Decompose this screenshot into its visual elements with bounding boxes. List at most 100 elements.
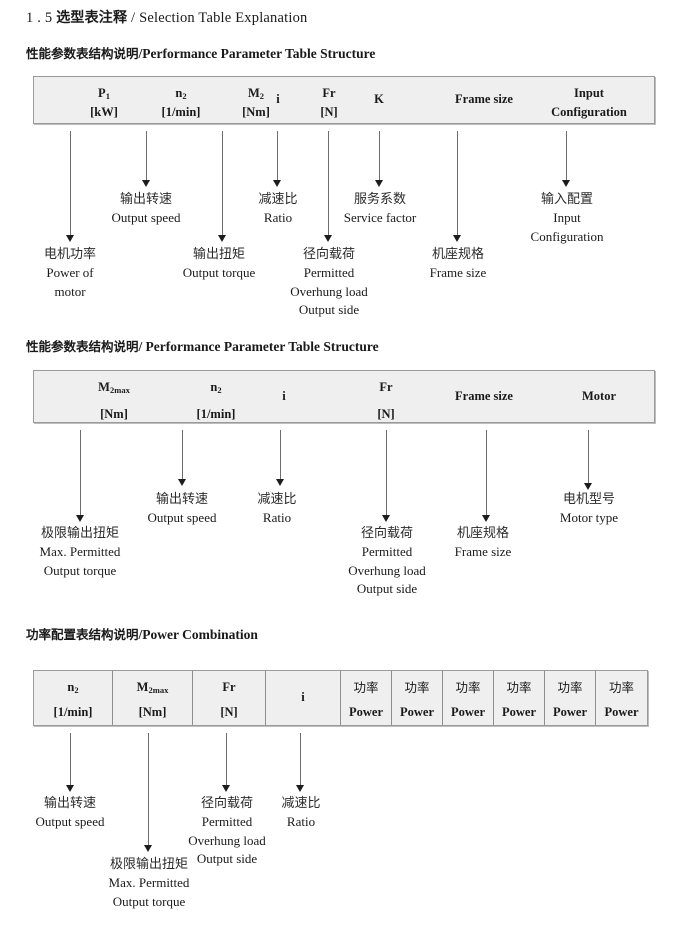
callout-max-torque-en-1: Max. Permitted — [39, 544, 121, 560]
callout-motor-type-cn: 电机型号 — [562, 492, 615, 507]
callout-ratio-2: 减速比 Ratio — [232, 491, 322, 528]
table3-col-power-3: 功率 Power — [443, 671, 494, 725]
callout-service-factor-cn: 服务系数 — [353, 192, 406, 207]
page-title-cn: 选型表注释 — [56, 10, 128, 26]
arrow-to-output-torque — [218, 131, 227, 242]
table1-col-p1-unit: [kW] — [90, 105, 118, 120]
table1-col-m2-subscript: 2 — [259, 91, 265, 101]
table1-col-n2-symbol: n — [175, 86, 183, 100]
callout-power-of-motor-en-2: motor — [54, 283, 86, 299]
arrow-to-overhung-load-2 — [382, 430, 391, 522]
arrow-to-frame-size-2 — [482, 430, 491, 522]
table3-col-power-1: 功率 Power — [341, 671, 392, 725]
table2-col-i-symbol: i — [282, 388, 286, 403]
callout-output-speed-2-en: Output speed — [147, 510, 217, 526]
callout-ratio-3-cn: 减速比 — [281, 796, 321, 811]
callout-motor-type-en: Motor type — [559, 510, 619, 526]
callout-overhung-load-3-en-3: Output side — [196, 851, 258, 867]
arrow-to-power-of-motor — [66, 131, 75, 242]
page-title-separator: / — [131, 10, 136, 26]
table3-col-fr-unit: [N] — [220, 705, 238, 720]
performance-parameter-table-1: P1 [kW] n2 [1/min] M2 [Nm] i Fr [N] K Fr… — [33, 76, 655, 124]
page-title-number: 1 . 5 — [26, 10, 53, 26]
page-title-en: Selection Table Explanation — [139, 10, 308, 26]
section3-heading-separator: / — [138, 627, 143, 642]
callout-ratio-cn: 减速比 — [258, 192, 298, 207]
callout-overhung-load-3-en-1: Permitted — [201, 814, 253, 830]
power-combination-table: n2 [1/min] M2max [Nm] Fr [N] i 功率 Power … — [33, 670, 648, 726]
table3-col-power-6-cn: 功率 — [608, 680, 634, 695]
arrow-to-frame-size — [453, 131, 462, 242]
section-heading-performance-1: 性能参数表结构说明/Performance Parameter Table St… — [26, 43, 375, 62]
callout-output-speed-cn: 输出转速 — [119, 192, 172, 207]
table2-col-n2-symbol: n — [210, 380, 218, 394]
table2-col-motor-label: Motor — [581, 388, 616, 403]
table1-col-n2-subscript: 2 — [182, 91, 187, 101]
table2-col-fr: Fr [N] — [354, 371, 418, 422]
callout-output-speed: 输出转速 Output speed — [96, 191, 196, 228]
table2-col-motor: Motor — [534, 371, 664, 422]
table3-col-fr: Fr [N] — [193, 671, 266, 725]
section2-heading-separator: / — [138, 339, 143, 354]
table2-col-fr-symbol: Fr — [379, 380, 393, 394]
table2-col-m2max-symbol: M — [98, 380, 110, 394]
callout-output-speed-3-cn: 输出转速 — [43, 796, 96, 811]
table1-col-input-configuration-line1: Input — [574, 86, 604, 100]
table3-col-power-5-en: Power — [552, 705, 587, 720]
table3-col-n2-subscript: 2 — [74, 685, 79, 695]
table2-col-i: i — [249, 371, 319, 422]
table1-col-k: K — [354, 77, 404, 123]
arrow-to-output-speed — [142, 131, 151, 187]
table3-col-n2-unit: [1/min] — [53, 705, 93, 720]
callout-ratio-en: Ratio — [263, 210, 293, 226]
table3-col-power-4-en: Power — [501, 705, 536, 720]
section-heading-en: Performance Parameter Table Structure — [142, 46, 376, 61]
page-title: 1 . 5 选型表注释 / Selection Table Explanatio… — [26, 7, 308, 27]
section-heading-performance-2: 性能参数表结构说明/ Performance Parameter Table S… — [26, 336, 379, 355]
table3-col-m2max-subscript: 2max — [148, 685, 169, 695]
callout-output-torque: 输出扭矩 Output torque — [169, 246, 269, 283]
callout-motor-type: 电机型号 Motor type — [541, 491, 637, 528]
callout-output-speed-2-cn: 输出转速 — [155, 492, 208, 507]
arrow-to-ratio-2 — [276, 430, 285, 486]
callout-overhung-load-2: 径向载荷 Permitted Overhung load Output side — [332, 525, 442, 599]
callout-input-configuration-en-2: Configuration — [530, 228, 604, 244]
arrow-to-permitted-overhung-load — [324, 131, 333, 242]
callout-overhung-load-2-en-1: Permitted — [361, 544, 413, 560]
table2-col-m2max-unit: [Nm] — [100, 407, 128, 422]
callout-max-torque-en-2: Output torque — [43, 562, 117, 578]
arrow-to-output-speed-2 — [178, 430, 187, 486]
table1-col-n2-unit: [1/min] — [161, 105, 201, 120]
table2-col-n2-unit: [1/min] — [196, 407, 236, 422]
table3-col-n2: n2 [1/min] — [34, 671, 113, 725]
callout-power-of-motor: 电机功率 Power of motor — [20, 246, 120, 301]
callout-service-factor-en: Service factor — [343, 210, 417, 226]
callout-output-torque-en: Output torque — [182, 265, 256, 281]
callout-service-factor: 服务系数 Service factor — [328, 191, 432, 228]
callout-frame-size-2: 机座规格 Frame size — [437, 525, 529, 562]
table3-col-power-4: 功率 Power — [494, 671, 545, 725]
table3-col-i-symbol: i — [301, 690, 305, 705]
callout-overhung-load-3-en-2: Overhung load — [188, 832, 266, 848]
table3-col-m2max-symbol: M — [136, 680, 149, 694]
table2-col-n2: n2 [1/min] — [146, 371, 286, 422]
callout-power-of-motor-cn: 电机功率 — [43, 247, 96, 262]
table3-col-m2max-unit: [Nm] — [138, 705, 167, 720]
table3-col-power-6: 功率 Power — [596, 671, 647, 725]
callout-frame-size-cn: 机座规格 — [431, 247, 484, 262]
callout-max-torque-3-en-1: Max. Permitted — [108, 875, 190, 891]
table3-col-n2-symbol: n — [67, 680, 75, 694]
callout-input-configuration-en-1: Input — [553, 210, 581, 226]
arrow-to-max-permitted-output-torque-3 — [144, 733, 153, 852]
table3-col-power-2-cn: 功率 — [404, 680, 430, 695]
table3-col-power-3-cn: 功率 — [455, 680, 481, 695]
arrow-to-service-factor — [375, 131, 384, 187]
table3-col-power-1-en: Power — [348, 705, 383, 720]
callout-frame-size-2-cn: 机座规格 — [456, 526, 509, 541]
table2-col-frame-size: Frame size — [419, 371, 549, 422]
table1-col-p1-subscript: 1 — [105, 91, 110, 101]
arrow-to-motor-type — [584, 430, 593, 490]
table3-col-power-2-en: Power — [399, 705, 434, 720]
callout-input-configuration: 输入配置 Input Configuration — [517, 191, 617, 246]
